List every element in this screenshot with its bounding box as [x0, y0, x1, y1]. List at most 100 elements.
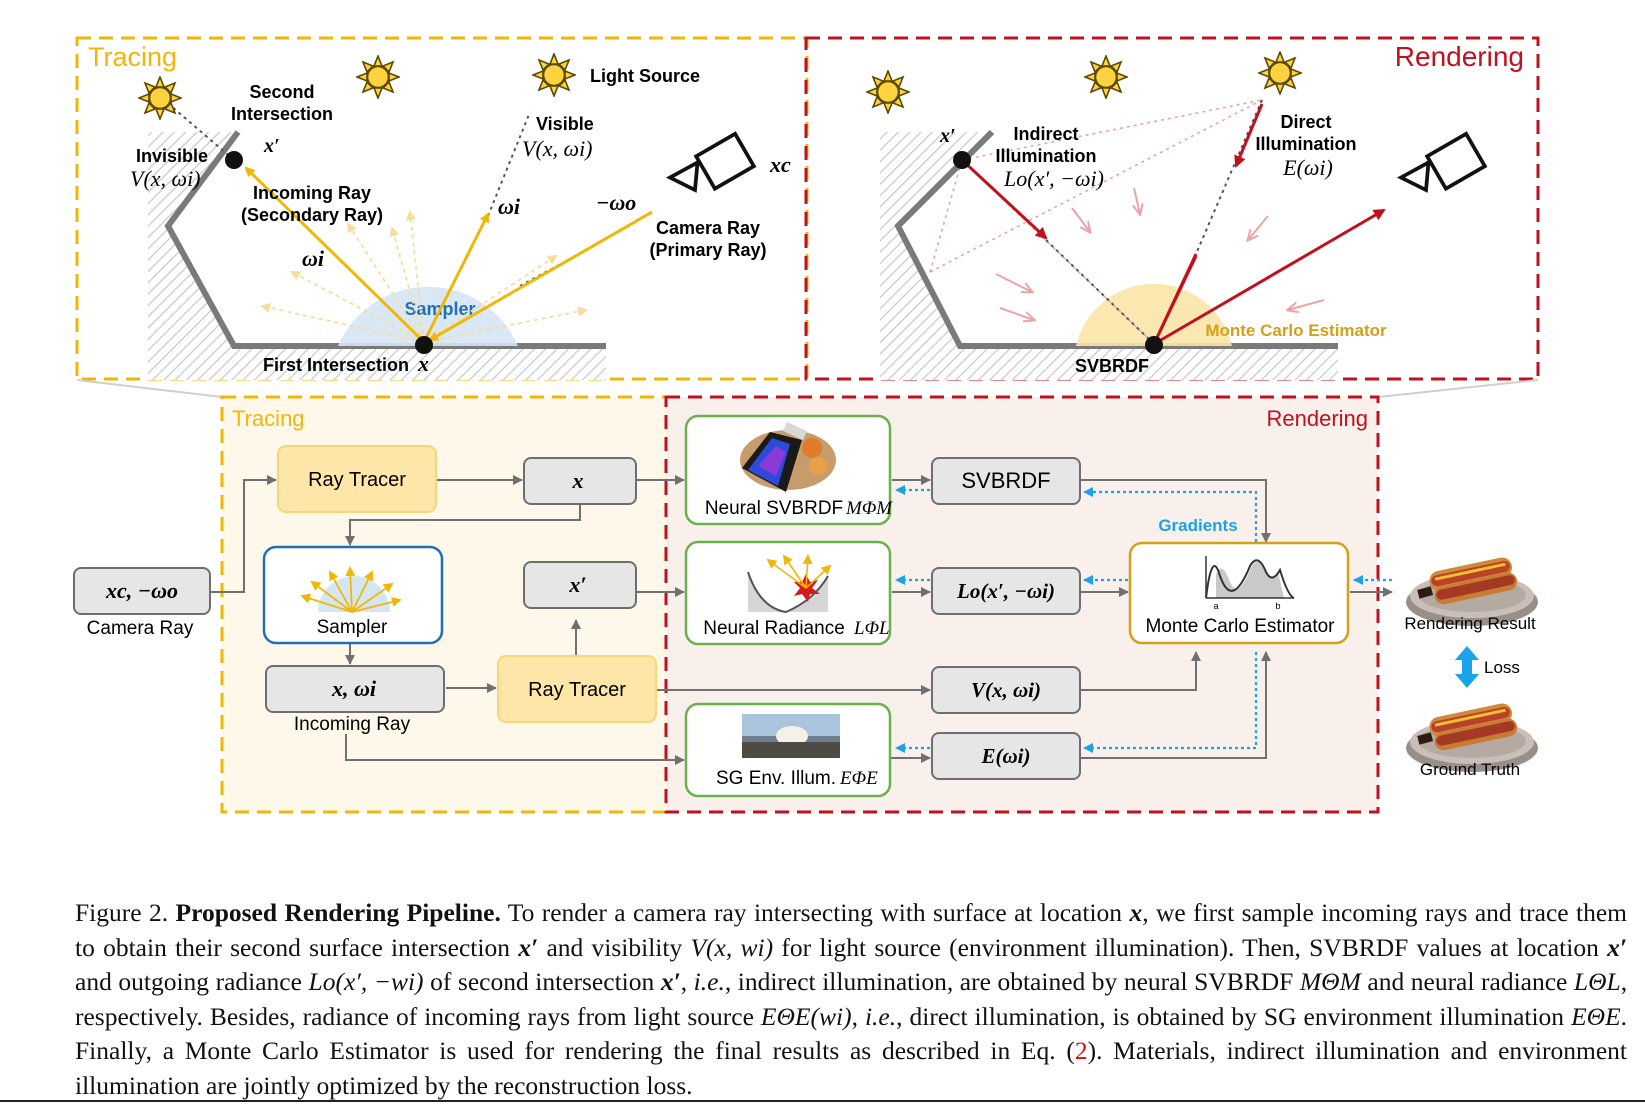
visible-ray: [422, 212, 490, 343]
camera-icon: [668, 131, 756, 192]
direct-math: E(ωi): [1282, 155, 1333, 180]
svg-text:x′: x′: [568, 572, 586, 597]
x-prime-label: x′: [939, 125, 956, 147]
svg-text:b: b: [1275, 601, 1280, 611]
second-intersection-point: [225, 151, 243, 169]
svg-text:E(ωi): E(ωi): [980, 744, 1030, 768]
loss-label: Loss: [1484, 658, 1520, 677]
visible-math: V(x, ωi): [522, 136, 593, 161]
pipeline-rendering-title: Rendering: [1266, 406, 1368, 431]
x-prime-box: [523, 561, 637, 609]
visibility-box: [931, 666, 1081, 714]
sun-icon: [866, 70, 910, 114]
zoom-connector: [76, 379, 223, 398]
svg-text:Monte Carlo Estimator: Monte Carlo Estimator: [1145, 616, 1335, 637]
rendering-panel: Rendering Monte Carlo Estimator: [804, 36, 1540, 381]
svg-text:(Secondary Ray): (Secondary Ray): [241, 205, 383, 225]
svg-text:(Primary Ray): (Primary Ray): [649, 240, 766, 260]
svg-text:SVBRDF: SVBRDF: [961, 468, 1050, 493]
svg-text:Neural SVBRDF: Neural SVBRDF: [705, 498, 843, 519]
svg-text:x, ωi: x, ωi: [331, 676, 377, 701]
x-c-label: xc: [769, 152, 791, 177]
monte-carlo-hemisphere: [1076, 283, 1232, 346]
pipeline: Tracing Rendering: [73, 395, 1538, 814]
equation-reference-link[interactable]: 2: [1074, 1036, 1088, 1065]
svg-text:Sampler: Sampler: [317, 617, 388, 638]
neg-omega-o-label: −ωo: [596, 190, 636, 215]
first-intersection-math: x: [417, 351, 429, 376]
svg-text:xc, −ωo: xc, −ωo: [105, 578, 178, 603]
gradients-label: Gradients: [1158, 516, 1237, 535]
svg-text:x: x: [572, 468, 584, 493]
svg-text:Illumination: Illumination: [996, 146, 1097, 166]
incoming-ray-label: Incoming Ray: [253, 183, 371, 203]
rendering-panel-title: Rendering: [1395, 41, 1524, 72]
secondary-ray: [244, 166, 426, 344]
omega-i-label: ωi: [302, 246, 325, 271]
invisible-math: V(x, ωi): [130, 166, 201, 191]
caption-title: Proposed Rendering Pipeline.: [175, 898, 501, 927]
incoming-ray-box: [265, 665, 445, 713]
rendering-result-label: Rendering Result: [1404, 614, 1536, 633]
svg-text:Ray Tracer: Ray Tracer: [528, 679, 626, 701]
sampler-rays-icon: [300, 566, 402, 613]
incoming-light-arrows: [995, 187, 1325, 320]
sg-env-math: EΦE: [839, 768, 878, 789]
sun-icon: [138, 76, 182, 120]
svg-text:V(x, ωi): V(x, ωi): [971, 678, 1041, 702]
ray-tracer-box: [497, 655, 657, 723]
svbrdf-box: [931, 457, 1081, 505]
indirect-illumination-label: Indirect: [1013, 124, 1078, 144]
monte-carlo-label: Monte Carlo Estimator: [1205, 321, 1387, 340]
ray-tracer-box: [277, 445, 437, 513]
first-intersection-label: First Intersection: [263, 355, 409, 375]
neural-radiance-math: LΦL: [853, 618, 890, 639]
svg-text:a: a: [1213, 601, 1218, 611]
gradient-flow: [895, 485, 1392, 753]
neural-radiance-box: [684, 540, 892, 646]
svg-text:Illumination: Illumination: [1256, 134, 1357, 154]
ground-truth-label: Ground Truth: [1420, 760, 1520, 779]
camera-ray: [519, 210, 653, 290]
env-illum-box: [931, 732, 1081, 780]
environment-map-icon: [742, 714, 840, 758]
svbrdf-material-icon: [740, 421, 836, 492]
figure-caption: Figure 2. Proposed Rendering Pipeline. T…: [75, 898, 1628, 1100]
camera-ray-label: Camera Ray: [656, 218, 760, 238]
svg-text:Lo(x′, −ωi): Lo(x′, −ωi): [956, 579, 1055, 603]
camera-icon: [1399, 131, 1487, 192]
sun-icon: [1084, 55, 1128, 99]
indirect-math: Lo(x′, −ωi): [1003, 166, 1104, 191]
invisible-label: Invisible: [136, 146, 208, 166]
camera-ray-box: [73, 567, 211, 615]
outgoing-ray: [1153, 208, 1386, 346]
camera-ray-label: Camera Ray: [87, 618, 194, 639]
svg-text:Intersection: Intersection: [231, 104, 333, 124]
sun-icon: [356, 55, 400, 99]
tracing-panel-title: Tracing: [88, 42, 177, 72]
indirect-ray: [960, 158, 1048, 240]
x-box: [523, 457, 637, 505]
tracing-panel: Tracing Sampler: [75, 36, 809, 381]
svg-text:Neural Radiance: Neural Radiance: [703, 618, 845, 639]
direct-illumination-label: Direct: [1280, 112, 1331, 132]
visible-label: Visible: [536, 114, 594, 134]
sun-icon: [532, 53, 576, 97]
zoom-connector: [1377, 379, 1539, 398]
integral-plot-icon: a b: [1205, 556, 1295, 611]
neural-svbrdf-math: MΦM: [845, 498, 893, 519]
radiance-icon: [747, 554, 832, 614]
loss-double-arrow-icon: [1455, 646, 1479, 688]
sun-icon: [1258, 51, 1302, 95]
pipeline-tracing-title: Tracing: [232, 406, 305, 431]
lo-box: [931, 567, 1081, 615]
omega-i-label: ωi: [498, 194, 521, 219]
light-source-label: Light Source: [590, 66, 700, 86]
incoming-ray-label: Incoming Ray: [294, 714, 411, 735]
svg-text:SG Env. Illum.: SG Env. Illum.: [716, 768, 836, 789]
page-divider: [0, 1100, 1645, 1102]
second-intersection-label: Second: [249, 82, 314, 102]
direct-ray: [1234, 103, 1264, 168]
first-intersection-point: [415, 336, 433, 354]
